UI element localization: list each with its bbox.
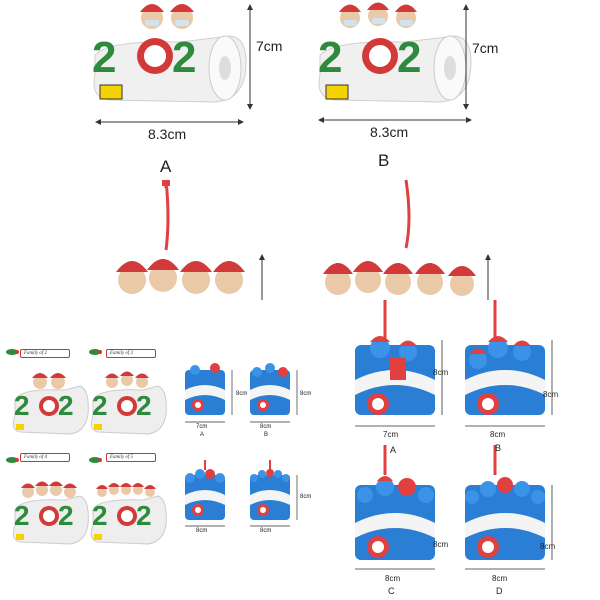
small-a-height: 8cm <box>236 391 248 397</box>
large-b-label: B <box>495 443 502 453</box>
small-ornament-d <box>250 460 298 527</box>
large-a-width: 7cm <box>383 430 399 439</box>
ornament-b-hanging-image <box>323 179 491 300</box>
svg-text:2: 2 <box>92 390 108 421</box>
svg-text:2: 2 <box>58 390 74 421</box>
large-c-width: 8cm <box>385 574 401 583</box>
variant-a-label: A <box>160 157 172 176</box>
small-blue-ornaments-image <box>185 363 298 527</box>
family-of-5-ornament: 2 2 <box>90 483 167 545</box>
family-ornaments-image: 2 2 2 2 2 2 <box>6 349 167 545</box>
ornament-b-image: 2 2 <box>318 2 472 123</box>
large-a-label: A <box>390 445 397 455</box>
small-c-width: 8cm <box>196 528 208 534</box>
large-ornament-c <box>355 445 435 570</box>
small-a-label: A <box>200 432 205 438</box>
middle-ornament-panel-a <box>100 179 280 300</box>
svg-text:2: 2 <box>92 500 108 531</box>
small-ornament-a <box>185 363 233 423</box>
family-of-2-ornament: 2 2 <box>12 373 89 435</box>
ornament-a-panel: 2 2 7cm 8.3cm <box>0 0 300 150</box>
small-ornament-b <box>250 363 298 423</box>
ornament-a-width-label: 8.3cm <box>148 126 187 142</box>
large-d-label: D <box>496 586 503 596</box>
large-ornament-a <box>355 300 443 427</box>
svg-text:2: 2 <box>92 33 116 82</box>
large-b-height: 8cm <box>543 390 559 399</box>
svg-text:2: 2 <box>172 33 196 82</box>
small-b-height: 8cm <box>300 391 312 397</box>
product-collage: 2 2 2 2 2 2 <box>0 330 311 570</box>
small-b-label: B <box>264 432 269 438</box>
svg-text:2: 2 <box>136 390 152 421</box>
small-d-width: 8cm <box>260 528 272 534</box>
large-ornament-grid: 8cm 7cm A 8cm 8cm B 8cm 8cm C 8cm 8cm D <box>330 300 600 600</box>
family-of-2-tag: Family of 2 <box>20 349 70 358</box>
large-b-width: 8cm <box>490 430 506 439</box>
large-c-height: 8cm <box>433 540 449 549</box>
large-d-height: 8cm <box>540 542 556 551</box>
family-of-4-ornament: 2 2 <box>12 481 89 545</box>
ornament-b-panel: 2 2 7cm 8.3cm <box>300 0 600 150</box>
ornament-a-height-label: 7cm <box>256 38 283 54</box>
small-ornament-c <box>185 460 225 527</box>
family-of-3-ornament: 2 2 <box>90 371 167 435</box>
ornament-a-hanging-image <box>116 179 265 300</box>
large-d-width: 8cm <box>492 574 508 583</box>
large-a-height: 8cm <box>433 368 449 377</box>
large-ornament-d <box>465 445 553 570</box>
small-d-height: 8cm <box>300 494 312 500</box>
ornament-b-width-label: 8.3cm <box>370 124 409 140</box>
family-of-4-tag: Family of 4 <box>20 453 70 462</box>
large-ornament-b <box>465 300 553 427</box>
svg-text:2: 2 <box>14 500 30 531</box>
small-b-width: 8cm <box>260 424 272 430</box>
ornament-b-height-label: 7cm <box>472 40 499 56</box>
small-a-width: 7cm <box>196 424 208 430</box>
family-of-3-tag: Family of 3 <box>106 349 156 358</box>
head-row-a <box>116 259 245 294</box>
large-c-label: C <box>388 586 395 596</box>
holly-icon <box>6 349 102 463</box>
ornament-a-image: 2 2 <box>92 4 253 125</box>
svg-text:2: 2 <box>58 500 74 531</box>
svg-text:2: 2 <box>14 390 30 421</box>
head-row-b <box>323 261 476 296</box>
variant-b-label: B <box>378 151 390 170</box>
large-blue-ornaments-image <box>355 300 553 570</box>
svg-text:2: 2 <box>397 33 421 82</box>
family-of-5-tag: Family of 5 <box>106 453 156 462</box>
middle-ornament-panel-b <box>310 179 500 300</box>
svg-text:2: 2 <box>136 500 152 531</box>
svg-text:2: 2 <box>318 33 342 82</box>
